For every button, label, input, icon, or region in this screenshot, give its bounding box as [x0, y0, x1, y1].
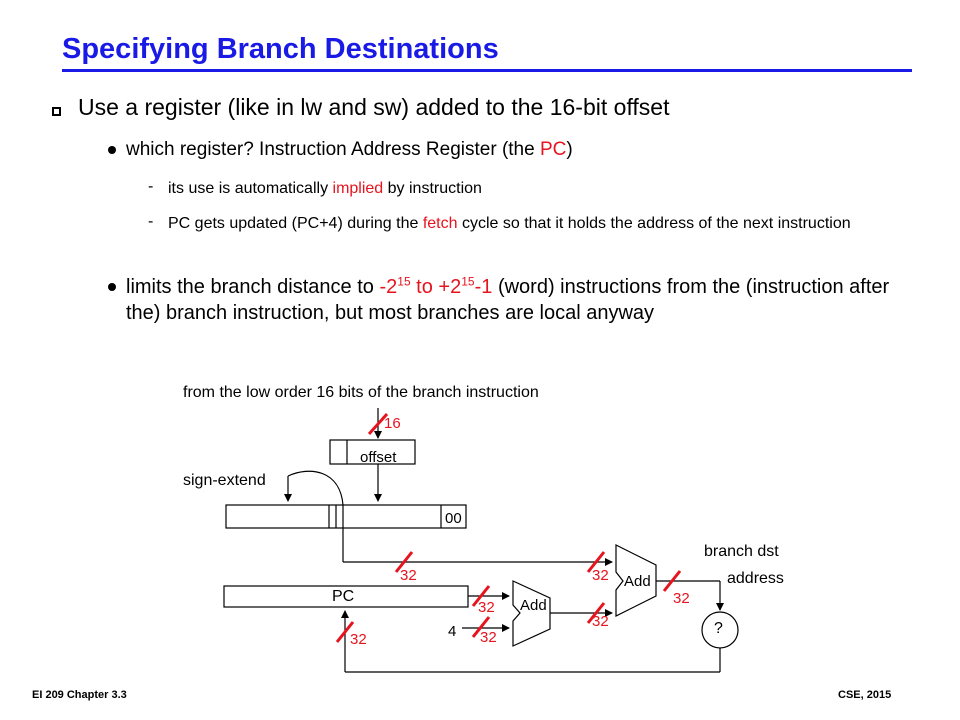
upper-adder [615, 544, 657, 617]
pc-label: PC [332, 588, 355, 605]
width-label-32: 32 [673, 590, 690, 607]
round-bullet-icon [108, 146, 116, 154]
round-bullet-icon [108, 283, 116, 291]
sign-extend-curve [287, 470, 344, 506]
distance-text-post: (word) instructions from the (instructio… [126, 276, 890, 324]
range-part-1: -2 [379, 276, 398, 298]
branch-address-label: address [727, 570, 784, 587]
width-label-32: 32 [480, 629, 497, 646]
range-exp-2: 15 [461, 274, 475, 289]
sub-bullet-register-text: which register? Instruction Address Regi… [126, 139, 540, 160]
sign-extend-label: sign-extend [183, 472, 266, 489]
width-slash-32 [586, 551, 606, 573]
mux-question-label: ? [714, 620, 723, 637]
footer-right: CSE, 2015 [838, 689, 892, 701]
implied-text-post: by instruction [383, 180, 482, 197]
constant-four-label: 4 [448, 623, 457, 640]
width-label-32: 32 [592, 613, 609, 630]
branch-dst-label: branch dst [704, 543, 779, 560]
fetch-text-post: cycle so that it holds the address of th… [457, 215, 851, 232]
sub-bullet-register: which register? Instruction Address Regi… [126, 137, 573, 163]
fetch-text-pre: PC gets updated (PC+4) during the [168, 215, 423, 232]
dash-bullet-icon: - [148, 213, 154, 230]
width-slash-32 [471, 585, 491, 607]
width-label-32: 32 [350, 631, 367, 648]
sub-bullet-register-close: ) [566, 139, 573, 160]
fetch-highlight: fetch [422, 215, 458, 232]
upper-add-label: Add [624, 573, 651, 590]
sub-item-fetch: PC gets updated (PC+4) during the fetch … [168, 213, 868, 234]
width-slash-32 [394, 551, 414, 573]
main-bullet-text: Use a register (like in lw and sw) added… [78, 94, 670, 120]
lower-add-label: Add [520, 597, 547, 614]
from-instruction-label: from the low order 16 bits of the branch… [183, 384, 539, 401]
width-slash-32 [586, 602, 606, 624]
distance-range: -215 to +215-1 [379, 274, 493, 298]
square-bullet-icon [52, 107, 61, 116]
dash-bullet-icon: - [148, 178, 154, 195]
width-label-16: 16 [384, 415, 401, 432]
width-label-32: 32 [400, 567, 417, 584]
width-slash-32 [335, 621, 355, 643]
offset-label: offset [360, 449, 397, 466]
footer-left: EI 209 Chapter 3.3 [32, 689, 127, 701]
sub-item-implied: its use is automatically implied by inst… [168, 178, 482, 199]
title-underline [62, 69, 912, 72]
page-title: Specifying Branch Destinations [62, 33, 499, 65]
lower-adder [512, 580, 551, 647]
width-slash-32 [662, 570, 682, 592]
offset-register [329, 439, 416, 465]
width-slash-32 [471, 616, 491, 638]
width-slash-16 [367, 412, 389, 436]
zeros-label: 00 [445, 510, 462, 527]
range-part-3: -1 [474, 276, 493, 298]
implied-highlight: implied [332, 180, 384, 197]
sub-bullet-distance: limits the branch distance to -215 to +2… [126, 274, 926, 326]
range-exp-1: 15 [397, 274, 411, 289]
width-label-32: 32 [592, 567, 609, 584]
range-part-2: to +2 [410, 276, 462, 298]
pc-highlight: PC [539, 139, 567, 160]
implied-text-pre: its use is automatically [168, 180, 333, 197]
width-label-32: 32 [478, 599, 495, 616]
extended-register [225, 504, 467, 529]
distance-text-pre: limits the branch distance to [126, 276, 380, 298]
